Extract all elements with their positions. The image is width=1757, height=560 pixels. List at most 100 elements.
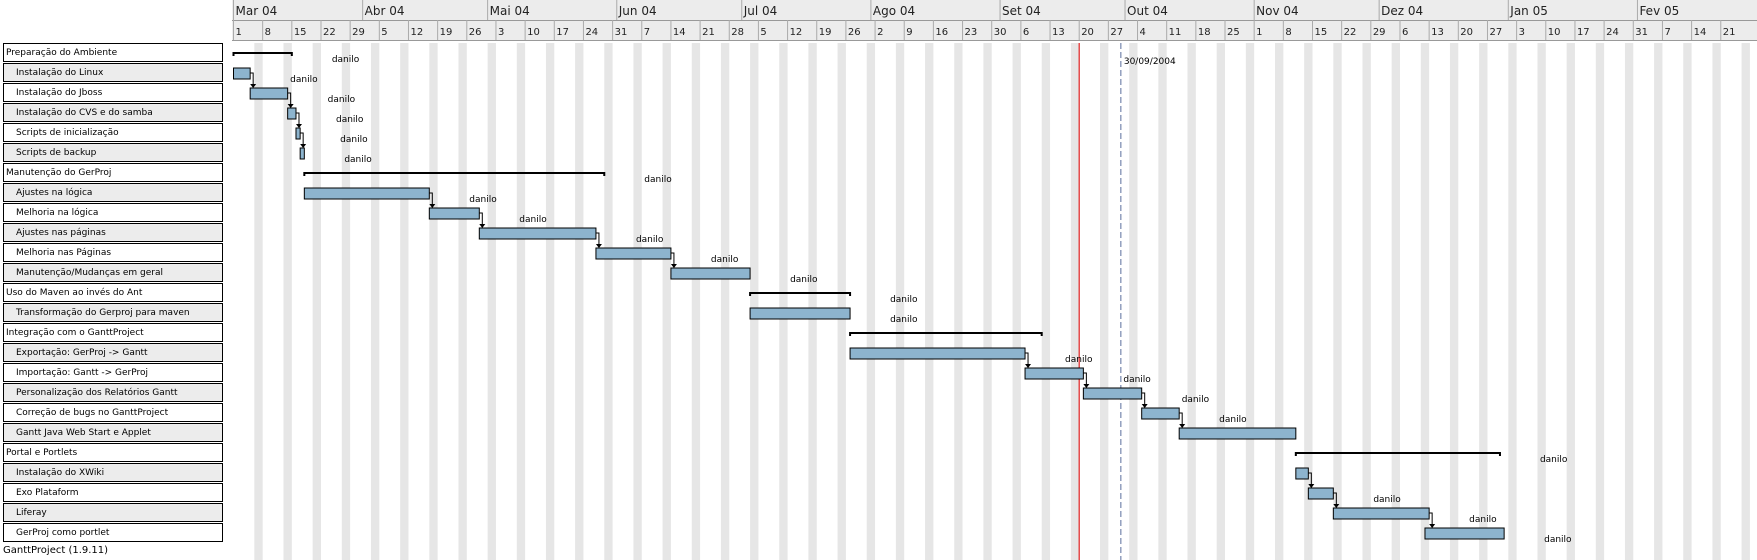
resource-label: danilo: [1182, 395, 1210, 405]
resource-label: danilo: [890, 295, 918, 305]
task-bar[interactable]: [303, 187, 430, 200]
task-bar[interactable]: [478, 227, 597, 240]
group-summary-bar[interactable]: [232, 52, 293, 56]
task-bar[interactable]: [287, 107, 297, 120]
group-summary-bar[interactable]: [849, 332, 1043, 336]
task-row[interactable]: Scripts de backup: [3, 143, 223, 162]
task-name-label: Instalação do XWiki: [16, 468, 105, 478]
weekend-column: [516, 43, 526, 560]
task-row[interactable]: Ajustes nas páginas: [3, 223, 223, 242]
task-row[interactable]: Melhoria na lógica: [3, 203, 223, 222]
task-bar[interactable]: [749, 307, 851, 320]
weekend-column: [1683, 43, 1692, 560]
task-name-label: Scripts de inicialização: [16, 128, 119, 138]
task-row[interactable]: Personalização dos Relatórios Gantt: [3, 383, 223, 402]
task-bar[interactable]: [233, 67, 251, 80]
task-row[interactable]: Correção de bugs no GanttProject: [3, 403, 223, 422]
month-label: Set 04: [1002, 4, 1041, 18]
task-bar[interactable]: [1424, 527, 1505, 540]
dependency-arrow: [479, 212, 483, 227]
task-row[interactable]: Manutenção/Mudanças em geral: [3, 263, 223, 282]
task-row[interactable]: Scripts de inicialização: [3, 123, 223, 142]
task-bar[interactable]: [1024, 367, 1084, 380]
task-bar[interactable]: [1332, 507, 1430, 520]
weekend-column: [1362, 43, 1371, 560]
group-summary-bar[interactable]: [1294, 452, 1501, 456]
task-row[interactable]: Importação: Gantt -> GerProj: [3, 363, 223, 382]
weekend-column: [1712, 43, 1721, 560]
dependency-arrowhead: [670, 264, 677, 268]
task-row[interactable]: Instalação do Jboss: [3, 83, 223, 102]
task-bar[interactable]: [849, 347, 1026, 360]
resource-label: danilo: [336, 115, 364, 125]
task-group-row[interactable]: Manutenção do GerProj: [3, 163, 223, 182]
month-label: Mar 04: [236, 4, 278, 18]
task-group-row[interactable]: Uso do Maven ao invés do Ant: [3, 283, 223, 302]
resource-label: danilo: [1469, 515, 1497, 525]
task-bar[interactable]: [670, 267, 751, 280]
week-label: 4: [1140, 27, 1146, 38]
task-bar[interactable]: [295, 127, 301, 140]
dependency-arrowhead: [1025, 364, 1032, 368]
dependency-arrowhead: [1333, 504, 1340, 508]
task-name-label: Ajustes na lógica: [16, 188, 93, 198]
week-label: 24: [1606, 27, 1619, 38]
task-name-label: Exportação: GerProj -> Gantt: [16, 348, 148, 358]
task-row[interactable]: Gantt Java Web Start e Applet: [3, 423, 223, 442]
task-row[interactable]: Instalação do XWiki: [3, 463, 223, 482]
task-bar[interactable]: [1141, 407, 1180, 420]
task-name-label: Liferay: [16, 508, 47, 518]
task-bar[interactable]: [249, 87, 289, 100]
weekend-column: [1624, 43, 1634, 560]
weekend-column: [341, 43, 351, 560]
task-group-row[interactable]: Portal e Portlets: [3, 443, 223, 462]
resource-label: danilo: [519, 215, 547, 225]
week-label: 7: [1664, 27, 1670, 38]
group-summary-bar[interactable]: [749, 292, 852, 296]
task-bar[interactable]: [299, 147, 305, 160]
week-label: 7: [644, 27, 650, 38]
week-label: 26: [848, 27, 861, 38]
task-bar[interactable]: [1082, 387, 1143, 400]
task-row[interactable]: Exo Plataform: [3, 483, 223, 502]
weekend-column: [866, 43, 876, 560]
month-label: Dez 04: [1381, 4, 1423, 18]
task-bar[interactable]: [595, 247, 672, 260]
resource-label: danilo: [1123, 375, 1151, 385]
week-label: 12: [790, 27, 803, 38]
weekend-column: [633, 43, 642, 560]
weekend-column: [429, 43, 438, 560]
task-row[interactable]: GerProj como portlet: [3, 523, 223, 542]
week-label: 16: [935, 27, 948, 38]
app-footer: GanttProject (1.9.11): [3, 545, 109, 556]
task-row[interactable]: Liferay: [3, 503, 223, 522]
month-label: Nov 04: [1256, 4, 1299, 18]
task-group-row[interactable]: Preparação do Ambiente: [3, 43, 223, 62]
group-summary-bar[interactable]: [303, 172, 606, 176]
task-group-row[interactable]: Integração com o GanttProject: [3, 323, 223, 342]
task-row[interactable]: Instalação do CVS e do samba: [3, 103, 223, 122]
task-bar[interactable]: [1295, 467, 1309, 480]
dependency-arrowhead: [1083, 384, 1090, 388]
resource-label: danilo: [644, 175, 672, 185]
task-row[interactable]: Melhoria nas Páginas: [3, 243, 223, 262]
weekend-column: [487, 43, 496, 560]
task-row[interactable]: Transformação do Gerproj para maven: [3, 303, 223, 322]
task-name-label: Instalação do Linux: [16, 68, 104, 78]
task-bar[interactable]: [1307, 487, 1334, 500]
weekend-column: [954, 43, 963, 560]
week-label: 23: [965, 27, 978, 38]
weekend-column: [1741, 43, 1750, 560]
task-bar[interactable]: [1178, 427, 1297, 440]
weekend-column: [1070, 43, 1080, 560]
weekend-column: [925, 43, 934, 560]
task-row[interactable]: Ajustes na lógica: [3, 183, 223, 202]
task-bar[interactable]: [428, 207, 480, 220]
resource-label: danilo: [1540, 455, 1568, 465]
task-row[interactable]: Exportação: GerProj -> Gantt: [3, 343, 223, 362]
weekend-column: [1537, 43, 1546, 560]
task-row[interactable]: Instalação do Linux: [3, 63, 223, 82]
